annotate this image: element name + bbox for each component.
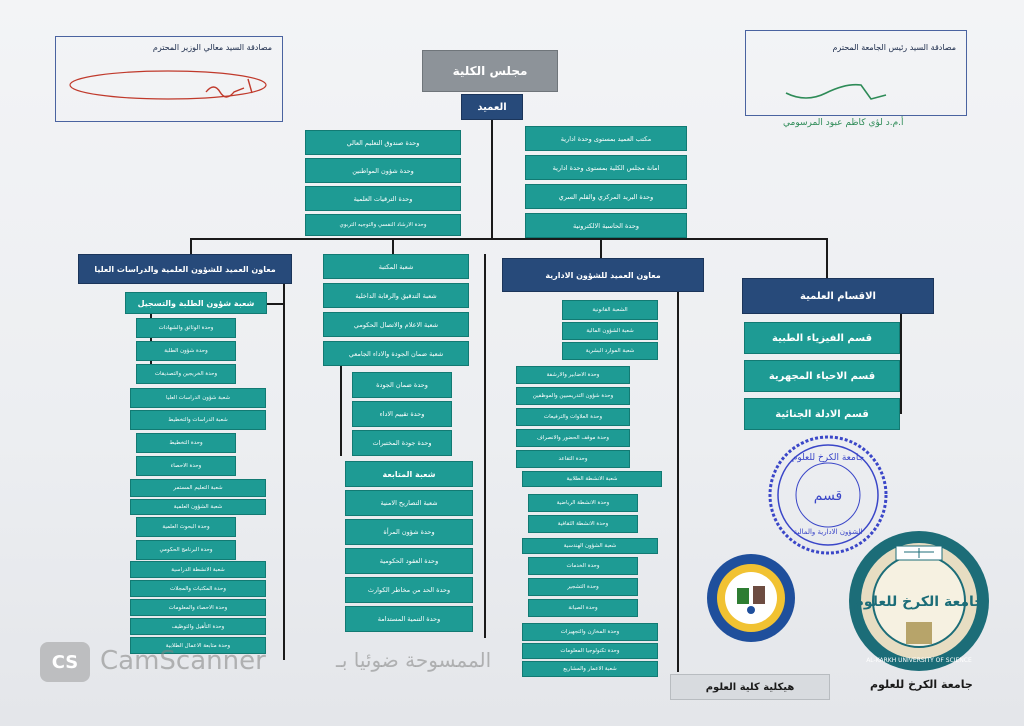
dean-unit-right-0: مكتب العميد بمستوى وحدة ادارية <box>525 126 687 151</box>
university-caption: جامعة الكرخ للعلوم <box>870 678 973 691</box>
planning-unit-0: وحدة التخطيط <box>136 433 236 453</box>
admin-mid-unit-4: وحدة التقاعد <box>516 450 630 468</box>
admin-assistant-box: معاون العميد للشؤون الادارية <box>502 258 704 292</box>
admin-low-unit-7: وحدة تكنولوجيا المعلومات <box>522 643 658 659</box>
admin-low-unit-8: شعبة الاعمار والمشاريع <box>522 661 658 677</box>
stamp-ring-text: جامعة الكرخ للعلوم <box>792 453 864 463</box>
admin-mid-unit-5: شعبة الانشطة الطلابية <box>522 471 662 487</box>
quality-unit-2: وحدة جودة المختبرات <box>352 430 452 456</box>
grad-division: شعبة شؤون الدراسات العليا <box>130 388 266 408</box>
camscanner-icon: CS <box>40 642 90 682</box>
admin-low-unit-3: وحدة الخدمات <box>528 557 638 575</box>
continuing-education: شعبة التعليم المستمر <box>130 479 266 497</box>
sci-lower-3: وحدة التأهيل والتوظيف <box>130 618 266 635</box>
department-stamp: جامعة الكرخ للعلوم قسم الشؤون الادارية و… <box>768 435 888 555</box>
admin-top-unit-1: شعبة الشؤون المالية <box>562 322 658 340</box>
departments-box: الاقسام العلمية <box>742 278 934 314</box>
sci-lower-4: وحدة متابعة الاعمال الطلابية <box>130 637 266 654</box>
dean-unit-right-2: وحدة البريد المركزي والقلم السري <box>525 184 687 209</box>
followup-unit-4: وحدة التنمية المستدامة <box>345 606 473 632</box>
university-seal: جامعة الكرخ للعلوم AL-KARKH UNIVERSITY O… <box>849 531 989 671</box>
president-approval-text: مصادقة السيد رئيس الجامعة المحترم <box>832 43 956 52</box>
research-affairs: شعبة الشؤون العلمية <box>130 499 266 515</box>
research-unit-0: وحدة البحوث العلمية <box>136 517 236 537</box>
followup-division: شعبة المتابعة <box>345 461 473 487</box>
admin-top-unit-0: الشعبة القانونية <box>562 300 658 320</box>
followup-unit-2: وحدة العقود الحكومية <box>345 548 473 574</box>
admin-low-unit-1: وحدة الانشطة الثقافية <box>528 515 638 533</box>
college-council-box: مجلس الكلية <box>422 50 558 92</box>
structure-caption-text: هيكلية كلية العلوم <box>705 681 795 693</box>
center-division-1: شعبة التدقيق والرقابة الداخلية <box>323 283 469 308</box>
center-division-0: شعبة المكتبة <box>323 254 469 279</box>
seal-english-text: AL-KARKH UNIVERSITY OF SCIENCE <box>866 657 972 664</box>
planning-unit-1: وحدة الاحصاء <box>136 456 236 476</box>
sci-lower-2: وحدة الاحصاء والمعلومات <box>130 599 266 616</box>
center-division-3: شعبة ضمان الجودة والاداء الجامعي <box>323 341 469 366</box>
watermark-arabic: الممسوحة ضوئيا بـ <box>336 648 492 672</box>
minister-approval-box: مصادقة السيد معالي الوزير المحترم <box>55 36 283 122</box>
admin-low-unit-0: وحدة الانشطة الرياضية <box>528 494 638 512</box>
stamp-center-text: قسم <box>814 488 843 504</box>
seal-arabic-text: جامعة الكرخ للعلوم <box>854 594 985 610</box>
president-signer: أ.م.د لؤي كاظم عبود المرسومي <box>783 118 904 128</box>
admin-mid-unit-3: وحدة موقف الحضور والانصراف <box>516 429 630 447</box>
admin-low-unit-2: شعبة الشؤون الهندسية <box>522 538 658 554</box>
department-0: قسم الفيزياء الطبية <box>744 322 900 354</box>
admin-low-unit-6: وحدة المخازن والتجهيزات <box>522 623 658 641</box>
watermark-text: CamScanner <box>100 646 266 676</box>
dean-unit-left-0: وحدة صندوق التعليم العالي <box>305 130 461 155</box>
dean-unit-right-3: وحدة الحاسبة الالكترونية <box>525 213 687 238</box>
followup-unit-0: شعبة التصاريح الامنية <box>345 490 473 516</box>
admin-low-unit-4: وحدة التشجير <box>528 578 638 596</box>
structure-caption: هيكلية كلية العلوم <box>670 674 830 700</box>
dean-unit-right-1: امانة مجلس الكلية بمستوى وحدة ادارية <box>525 155 687 180</box>
followup-unit-1: وحدة شؤون المرأة <box>345 519 473 545</box>
department-2: قسم الادلة الجنائية <box>744 398 900 430</box>
followup-unit-3: وحدة الحد من مخاطر الكوارث <box>345 577 473 603</box>
sci-lower-0: شعبة الانشطة الدراسية <box>130 561 266 578</box>
students-division: شعبة شؤون الطلبة والتسجيل <box>125 292 267 314</box>
stamp-bottom-text: الشؤون الادارية والمالية <box>794 528 863 536</box>
minister-signature <box>69 70 267 100</box>
scientific-assistant-box: معاون العميد للشؤون العلمية والدراسات ال… <box>78 254 292 284</box>
admin-mid-unit-2: وحدة العلاوات والترفيعات <box>516 408 630 426</box>
center-division-2: شعبة الاعلام والاتصال الحكومي <box>323 312 469 337</box>
students-unit-1: وحدة شؤون الطلبة <box>136 341 236 361</box>
sci-lower-1: وحدة المكتبات والمجلات <box>130 580 266 597</box>
research-unit-1: وحدة البرنامج الحكومي <box>136 540 236 560</box>
president-approval-box: مصادقة السيد رئيس الجامعة المحترم <box>745 30 967 116</box>
admin-top-unit-2: شعبة الموارد البشرية <box>562 342 658 360</box>
dean-unit-left-2: وحدة الترقيات العلمية <box>305 186 461 211</box>
minister-approval-text: مصادقة السيد معالي الوزير المحترم <box>152 43 272 52</box>
college-logo <box>707 554 795 642</box>
dean-unit-left-1: وحدة شؤون المواطنين <box>305 158 461 183</box>
planning-division: شعبة الدراسات والتخطيط <box>130 410 266 430</box>
quality-unit-1: وحدة تقييم الاداء <box>352 401 452 427</box>
students-unit-2: وحدة الخريجين والتصديقات <box>136 364 236 384</box>
president-signature <box>785 83 887 100</box>
admin-low-unit-5: وحدة الصيانة <box>528 599 638 617</box>
department-1: قسم الاحياء المجهرية <box>744 360 900 392</box>
dean-unit-left-3: وحدة الارشاد النفسي والتوجيه التربوي <box>305 214 461 236</box>
admin-mid-unit-1: وحدة شؤون التدريسيين والموظفين <box>516 387 630 405</box>
quality-unit-0: وحدة ضمان الجودة <box>352 372 452 398</box>
dean-box: العميد <box>461 94 523 120</box>
students-unit-0: وحدة الوثائق والشهادات <box>136 318 236 338</box>
admin-mid-unit-0: وحدة الاضابير والارشفة <box>516 366 630 384</box>
